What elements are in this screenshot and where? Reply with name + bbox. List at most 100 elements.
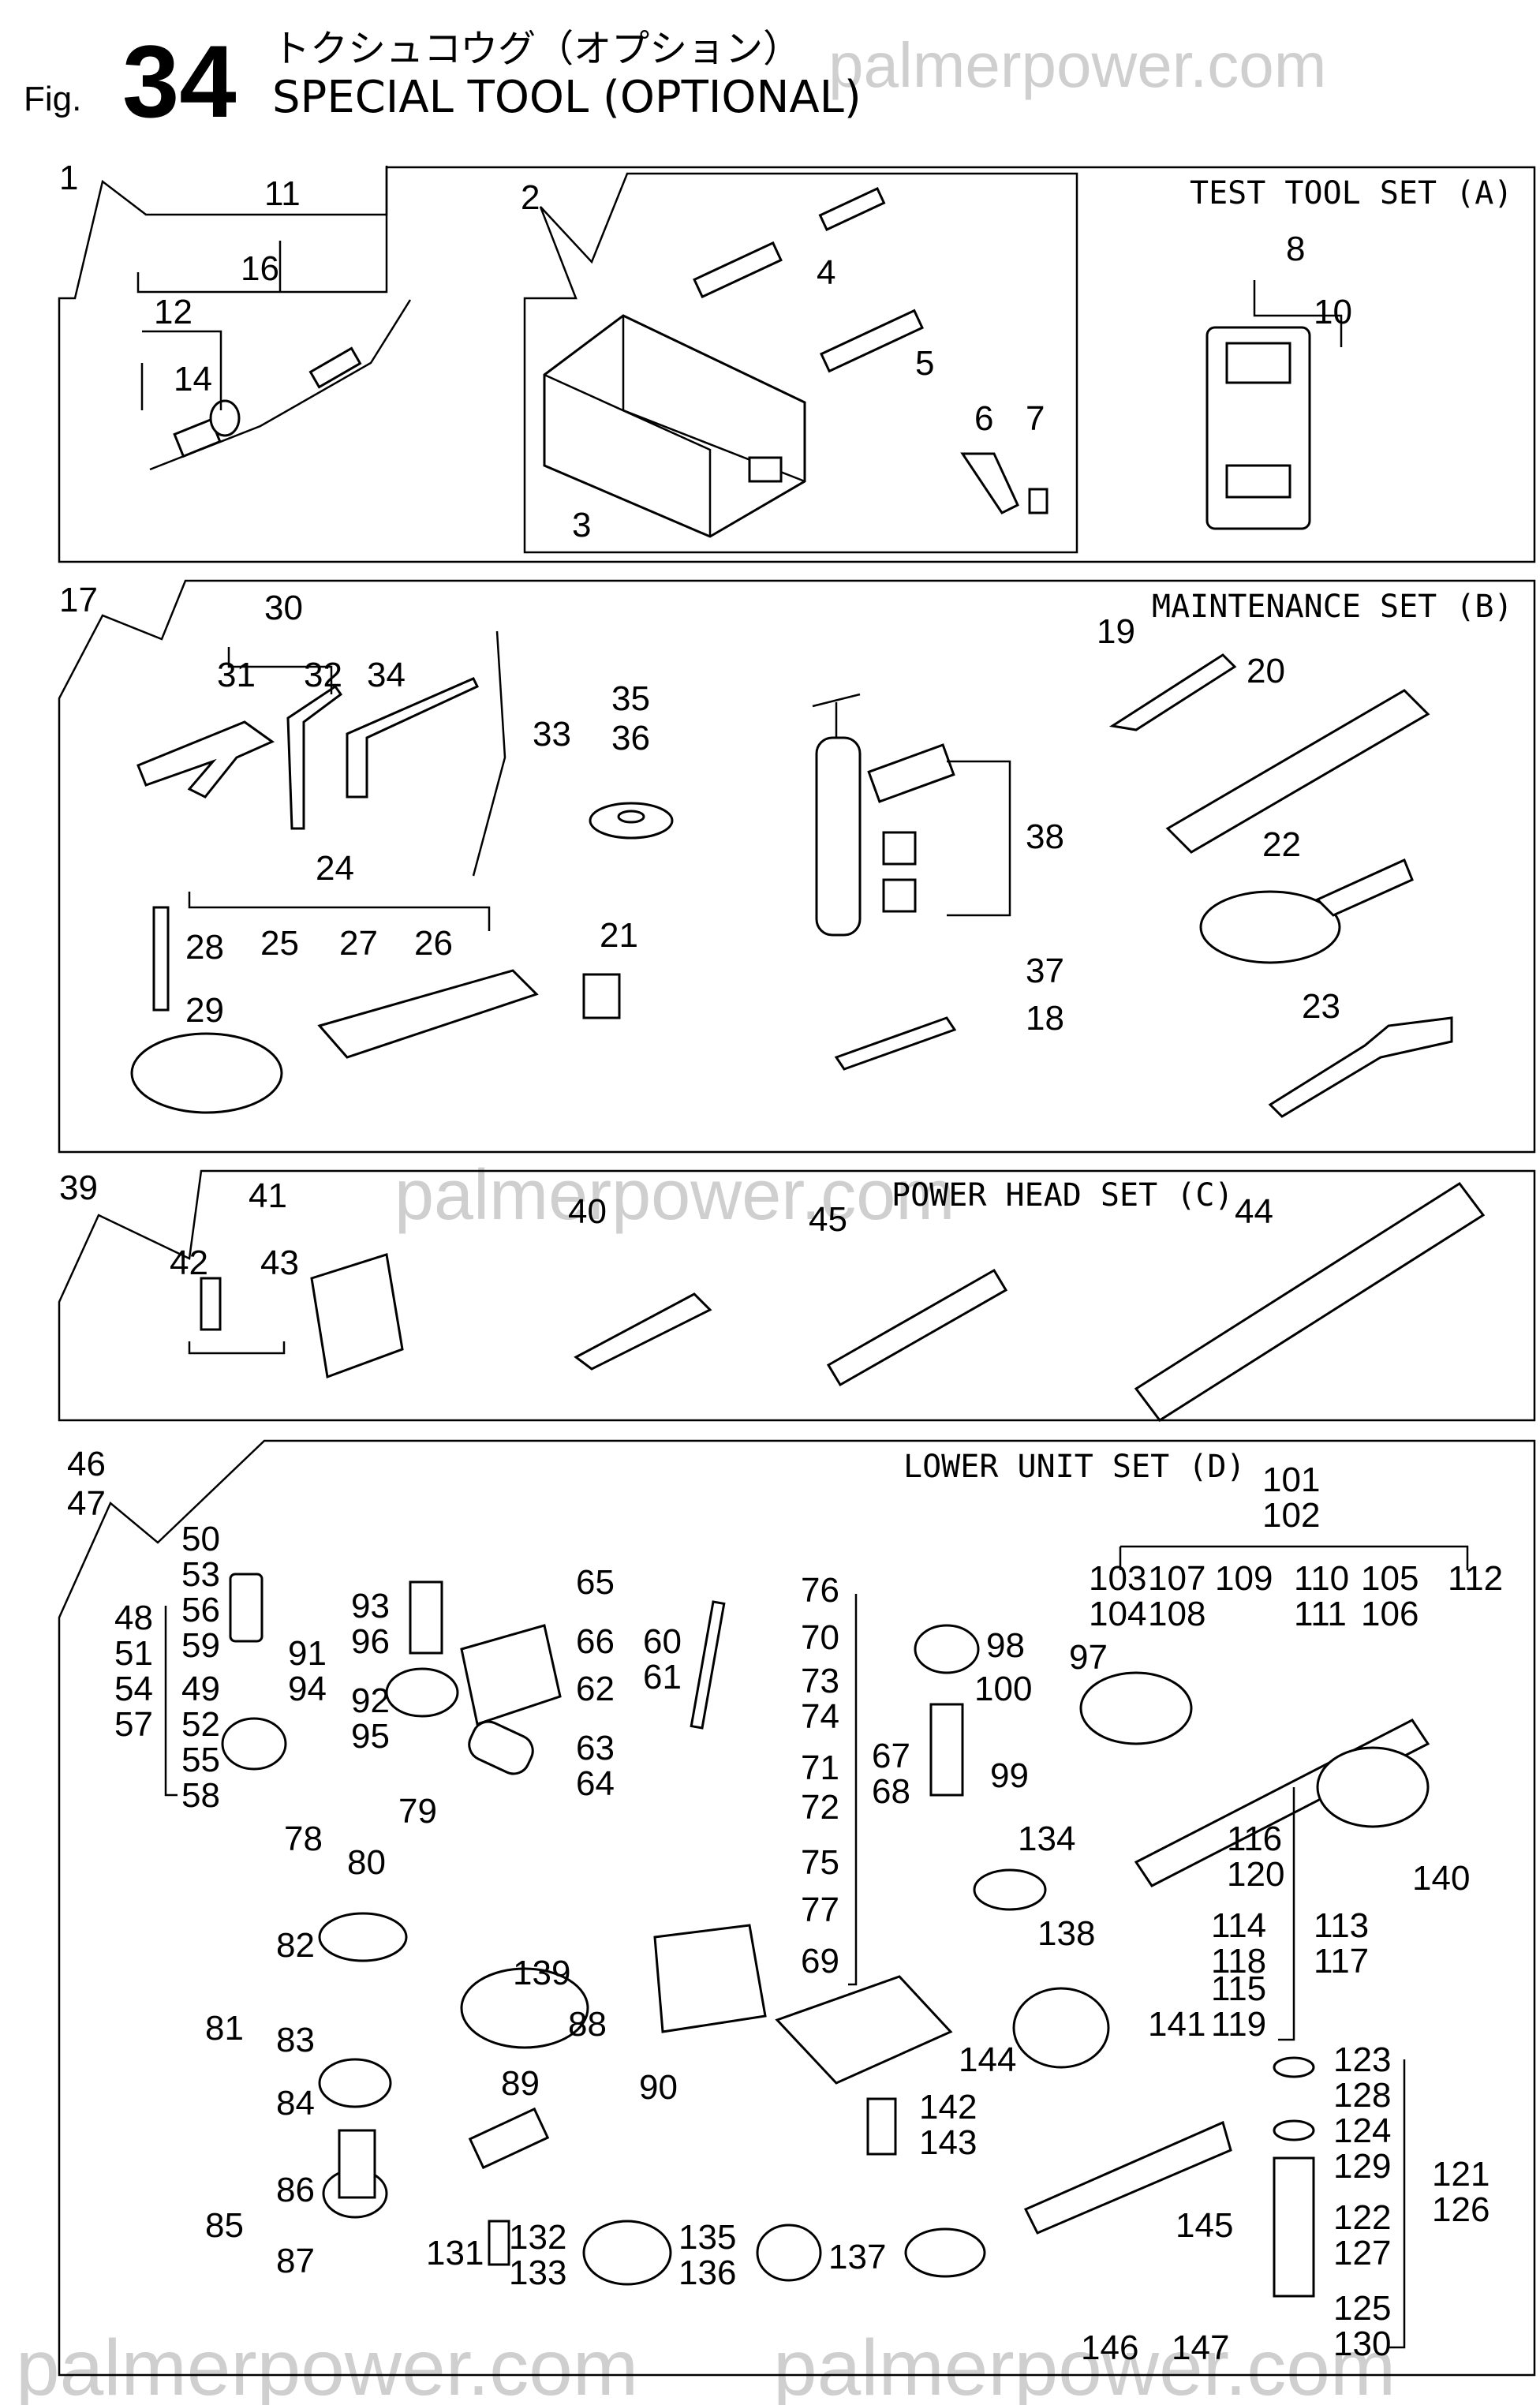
part-label: 115 <box>1211 1969 1266 2008</box>
part-label: 41 <box>249 1176 287 1215</box>
part-label: 48 <box>114 1599 153 1637</box>
part-label: 104 <box>1089 1595 1146 1633</box>
part-label: 32 <box>304 656 342 694</box>
part-label: 77 <box>801 1891 839 1929</box>
part-label: 80 <box>347 1843 386 1882</box>
part-label: 131 <box>426 2234 484 2272</box>
part-label: 50 <box>181 1520 220 1558</box>
part-label: 124 <box>1333 2111 1391 2150</box>
part-label: 93 <box>351 1587 390 1625</box>
part-label: 116 <box>1227 1820 1282 1858</box>
test-meter-drawing <box>1205 326 1311 530</box>
frame-section-d <box>58 1439 1536 2377</box>
part-label: 107 <box>1148 1559 1205 1598</box>
part-label: 122 <box>1333 2198 1391 2237</box>
part-label: 89 <box>501 2064 540 2103</box>
part-label: 39 <box>59 1169 98 1207</box>
tester-unit-drawing <box>543 187 1048 538</box>
part-label: 49 <box>181 1670 220 1708</box>
part-label: 16 <box>241 249 279 288</box>
part-label: 53 <box>181 1555 220 1594</box>
part-label: 114 <box>1211 1906 1266 1945</box>
part-label: 6 <box>974 399 993 438</box>
part-label: 33 <box>533 715 571 754</box>
part-label: 147 <box>1172 2328 1229 2367</box>
part-label: 137 <box>828 2238 886 2276</box>
part-label: 40 <box>568 1192 607 1231</box>
part-label: 145 <box>1176 2206 1233 2245</box>
part-label: 86 <box>276 2171 315 2209</box>
part-label: 60 <box>643 1622 682 1661</box>
part-label: 69 <box>801 1942 839 1980</box>
part-label: 2 <box>521 178 540 217</box>
part-label: 8 <box>1286 230 1305 268</box>
part-label: 144 <box>959 2040 1016 2079</box>
watermark-layer: palmerpower.com palmerpower.com palmerpo… <box>16 30 1396 2405</box>
section-c-title: POWER HEAD SET (C) <box>891 1177 1233 1214</box>
part-label: 46 <box>67 1445 106 1483</box>
part-label: 102 <box>1262 1496 1320 1535</box>
part-label: 11 <box>264 174 301 213</box>
part-label: 126 <box>1432 2190 1490 2229</box>
part-label: 24 <box>316 849 354 888</box>
part-label: 123 <box>1333 2040 1391 2079</box>
part-label: 125 <box>1333 2289 1391 2328</box>
part-label: 88 <box>568 2005 607 2044</box>
part-label: 62 <box>576 1670 615 1708</box>
section-d-title: LOWER UNIT SET (D) <box>903 1449 1245 1485</box>
part-label: 109 <box>1215 1559 1273 1598</box>
frame-section-c <box>58 1169 1536 1422</box>
part-label: 10 <box>1314 293 1352 331</box>
part-label: 111 <box>1294 1595 1347 1633</box>
leader-lines <box>136 166 1469 2349</box>
part-label: 146 <box>1081 2328 1138 2367</box>
part-label: 130 <box>1333 2325 1391 2363</box>
part-label: 92 <box>351 1681 390 1720</box>
part-label: 94 <box>288 1670 327 1708</box>
part-label: 21 <box>600 916 638 955</box>
part-label: 100 <box>974 1670 1032 1708</box>
part-label: 68 <box>872 1772 910 1811</box>
part-label: 1 <box>59 159 78 197</box>
part-label: 3 <box>572 506 591 544</box>
part-label: 66 <box>576 1622 615 1661</box>
part-label: 65 <box>576 1563 615 1602</box>
part-label: 47 <box>67 1484 106 1523</box>
part-label: 133 <box>509 2254 566 2292</box>
part-label: 51 <box>114 1634 153 1673</box>
part-label: 95 <box>351 1717 390 1756</box>
part-label: 81 <box>205 2009 244 2048</box>
part-label: 101 <box>1262 1461 1320 1499</box>
watermark-middle: palmerpower.com <box>394 1156 955 1235</box>
part-label: 45 <box>809 1200 847 1239</box>
lower-unit-tools-drawing <box>221 1573 1430 2298</box>
part-label: 121 <box>1432 2155 1490 2194</box>
frame-section-a <box>58 166 1536 563</box>
part-label: 42 <box>170 1244 208 1282</box>
part-label: 99 <box>990 1756 1029 1795</box>
part-label: 43 <box>260 1244 299 1282</box>
section-b-title: MAINTENANCE SET (B) <box>1152 589 1513 625</box>
frame-section-b <box>58 579 1536 1154</box>
part-label: 34 <box>367 656 406 694</box>
sensor-cable-drawing <box>149 299 412 471</box>
part-label: 75 <box>801 1843 839 1882</box>
part-label: 84 <box>276 2084 315 2123</box>
part-label: 135 <box>678 2218 736 2257</box>
title-japanese: トクシュコウグ（オプション） <box>272 27 801 71</box>
part-label: 44 <box>1235 1192 1273 1231</box>
part-label: 59 <box>181 1626 220 1665</box>
part-label: 17 <box>59 581 98 619</box>
part-label: 138 <box>1037 1914 1095 1953</box>
section-a-title: TEST TOOL SET (A) <box>1190 175 1512 211</box>
part-label: 5 <box>915 344 934 383</box>
title-english: SPECIAL TOOL (OPTIONAL) <box>272 72 862 123</box>
part-label: 108 <box>1148 1595 1205 1633</box>
part-label: 139 <box>513 1954 570 1992</box>
figure-header: Fig. 34 トクシュコウグ（オプション） SPECIAL TOOL (OPT… <box>24 24 862 139</box>
part-label: 136 <box>678 2254 736 2292</box>
part-label: 26 <box>414 924 453 963</box>
part-label: 91 <box>288 1634 327 1673</box>
fig-prefix: Fig. <box>24 80 81 118</box>
